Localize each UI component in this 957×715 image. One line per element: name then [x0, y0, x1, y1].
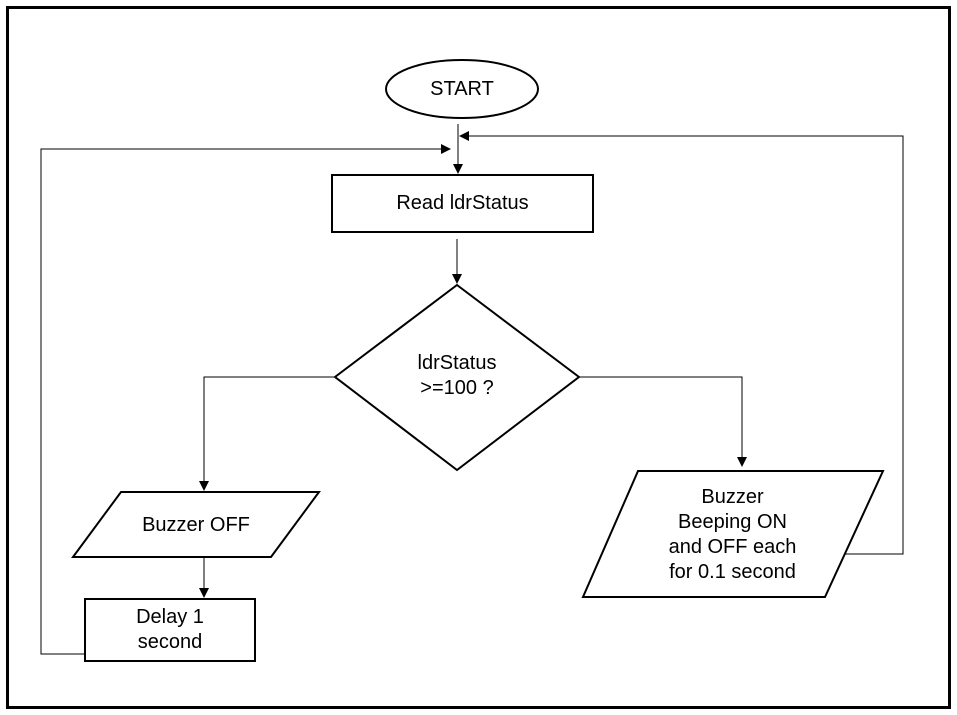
diagram-frame [6, 6, 951, 709]
buzzer-beep-parallelogram [581, 470, 885, 598]
decision-label: ldrStatus >=100 ? [417, 352, 497, 399]
decision-diamond [333, 283, 581, 472]
buzzer-beep-label: Buzzer Beeping ON and OFF each for 0.1 s… [668, 486, 797, 583]
start-terminal [385, 59, 539, 119]
read-label: Read ldrStatus [396, 192, 529, 214]
delay-label: Delay 1 second [136, 606, 204, 653]
connector-decision-to-buzzer-off [199, 376, 335, 491]
connector-decision-to-buzzer-beep [579, 376, 747, 467]
buzzer-off-label: Buzzer OFF [142, 513, 250, 536]
connector-beep-loop-back [459, 131, 904, 555]
read-process-box [331, 174, 594, 233]
delay-process-box [84, 598, 256, 662]
connector-delay-loop-back [40, 144, 451, 655]
start-label: START [430, 77, 494, 100]
buzzer-off-parallelogram [71, 491, 321, 558]
